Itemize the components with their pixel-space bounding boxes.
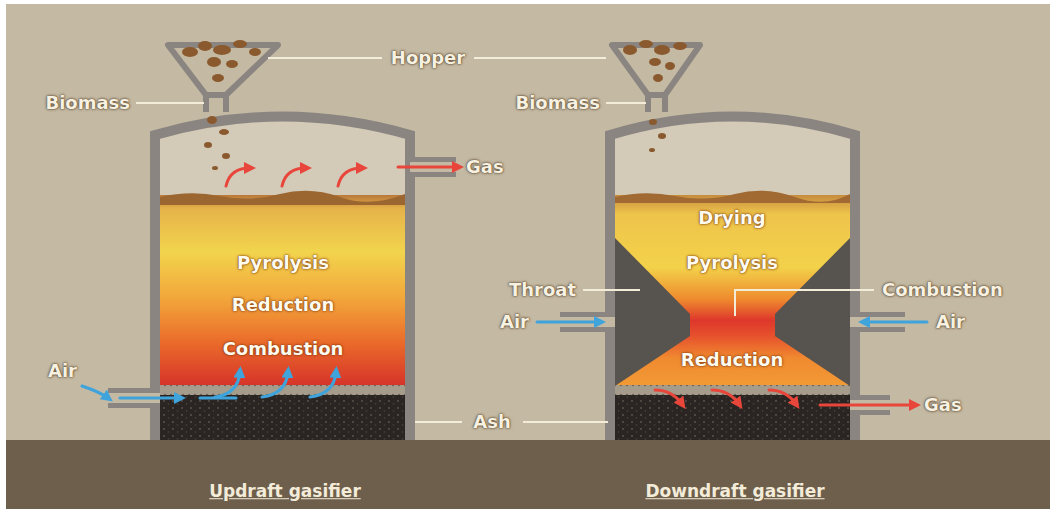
part-label: Hopper — [391, 48, 465, 69]
zone-label: Drying — [698, 208, 765, 229]
part-label: Throat — [509, 280, 576, 301]
zone-label: Pyrolysis — [237, 253, 329, 274]
part-label: Ash — [473, 412, 510, 433]
material-label: Biomass — [515, 93, 600, 114]
flow-label: Air — [936, 312, 965, 333]
zone-callout: Combustion — [882, 280, 1003, 301]
material-label: Biomass — [45, 93, 130, 114]
figure-title: Updraft gasifier — [209, 482, 361, 502]
flow-label: Gas — [466, 157, 504, 178]
zone-label: Reduction — [232, 295, 334, 316]
flow-label: Air — [500, 312, 529, 333]
zone-label: Reduction — [681, 350, 783, 371]
flow-label: Gas — [924, 395, 962, 416]
flow-label: Air — [48, 361, 77, 382]
zone-label: Pyrolysis — [686, 253, 778, 274]
figure-title: Downdraft gasifier — [645, 482, 824, 502]
zone-label: Combustion — [223, 339, 344, 360]
